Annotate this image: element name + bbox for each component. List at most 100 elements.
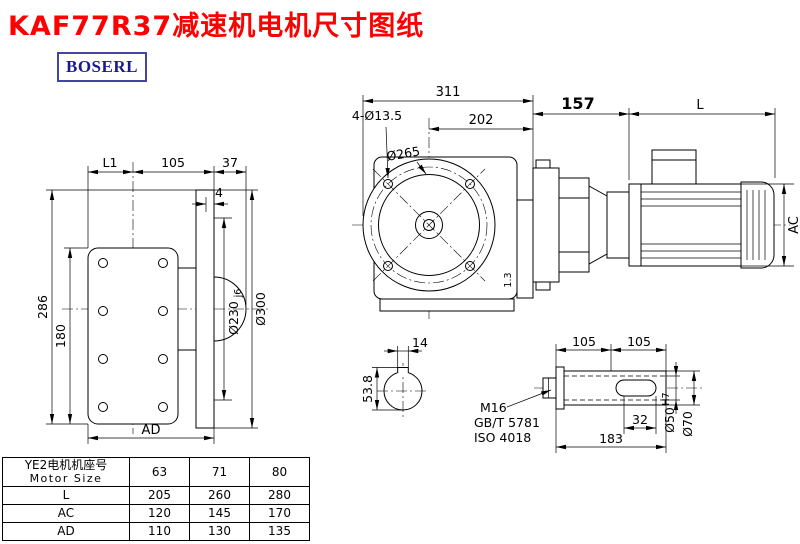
row-label-l: L [2,485,130,505]
bolt-boss [535,159,551,169]
housing-side [516,199,534,299]
brand-logo: BOSERL [57,52,147,82]
dim-37: 37 [222,155,238,170]
dim-d265: Ø265 [385,143,421,164]
bolt-hole [158,354,168,364]
dim-32: 32 [632,412,648,427]
bolt-hole [158,402,168,412]
leader-line [385,126,390,179]
shaft-bore [415,211,443,239]
dim-l: L [696,98,704,113]
bolt-hole [465,179,475,189]
keyway-slot [615,379,657,397]
bolt-boss [535,281,551,291]
adapter-ring [558,177,590,273]
bolt-hole [158,306,168,316]
keyway [397,367,409,373]
leader-line [416,161,427,175]
dim-ad: AD [142,423,161,438]
table-row-ac: AC 120 145 170 [2,503,310,523]
dim-d50-tol: H7 [661,392,672,405]
motor-size-table: YE2电机机座号 Motor Size 63 71 80 L 205 260 2… [2,457,310,541]
gearbox-body [87,247,179,425]
shaft-detail-view: 105 105 32 183 M16 GB/T 5781 ISO 4018 Ø5… [474,334,702,453]
adapter-cone [588,185,608,265]
spigot-circle [378,174,480,276]
row-label-ad: AD [2,521,130,541]
dim-d50: Ø50 [662,407,677,433]
bolt-hole [383,261,393,271]
dim-d230-tol: j6 [233,289,244,299]
page-title: KAF77R37减速机电机尺寸图纸 [8,11,425,42]
base [379,298,515,312]
dim-180: 180 [53,324,68,348]
bolt-hole [465,261,475,271]
dim-183: 183 [599,431,623,446]
cell-ac-71: 145 [189,503,250,523]
dim-ac: AC [787,216,800,234]
hollow-shaft [563,370,667,406]
label-iso-4018: ISO 4018 [474,430,531,445]
side-view: L1 105 37 4 286 180 AD Ø230 j6 Ø300 [35,155,268,444]
dim-105-a: 105 [572,334,596,349]
header-motor-size-en: Motor Size [29,472,103,486]
bolt-hole [98,402,108,412]
header-size-71: 71 [189,457,250,487]
center-line [372,168,486,282]
dim-202: 202 [469,113,494,128]
header-size-80: 80 [249,457,310,487]
dim-14: 14 [412,335,428,350]
dim-d70: Ø70 [680,411,695,437]
bolt-circle [370,166,488,284]
header-motor-size: YE2电机机座号 Motor Size [2,457,130,487]
bolt-hole [158,258,168,268]
dim-157: 157 [561,94,594,113]
output-flange [195,189,215,429]
bolt-hole [383,179,393,189]
dim-105-top: 105 [161,155,185,170]
bolt-hole [98,354,108,364]
center-tap [423,219,435,231]
table-header-row: YE2电机机座号 Motor Size 63 71 80 [2,457,310,487]
cell-l-80: 280 [249,485,310,505]
motor-body [640,183,742,267]
table-row-l: L 205 260 280 [2,485,310,505]
dim-d300: Ø300 [253,292,268,326]
cell-ac-63: 120 [129,503,190,523]
fan-cowl [740,181,775,269]
retaining-bolt [542,377,557,399]
bore-detail-view: 14 53.8 [360,335,429,419]
cell-ac-80: 170 [249,503,310,523]
bolt-hole [98,306,108,316]
leader-line [506,389,552,408]
label-gbt-5781: GB/T 5781 [474,415,540,430]
dim-105-b: 105 [627,334,651,349]
front-motor-view: 311 202 4-Ø13.5 Ø265 1.3 [352,85,800,322]
terminal-box [651,149,697,185]
dim-53-8: 53.8 [360,375,375,403]
keyway-mask [397,366,409,374]
end-washer [555,366,565,410]
dim-d230: Ø230 [226,301,241,335]
bolt-hole [98,258,108,268]
dim-311: 311 [436,85,461,100]
dim-l1: L1 [103,155,118,170]
label-4-holes: 4-Ø13.5 [352,108,402,123]
adapter-housing [532,167,560,283]
cell-l-63: 205 [129,485,190,505]
header-size-63: 63 [129,457,190,487]
coupling-sleeve [606,191,630,259]
shaft-hub-arc [213,276,247,342]
dim-286: 286 [35,295,50,319]
row-label-ac: AC [2,503,130,523]
cell-ad-71: 130 [189,521,250,541]
motor-flange [628,183,642,267]
cell-ad-80: 135 [249,521,310,541]
cell-l-71: 260 [189,485,250,505]
header-motor-size-zh: YE2电机机座号 [24,458,108,472]
cell-ad-63: 110 [129,521,190,541]
note-1-3: 1.3 [503,272,514,287]
table-row-ad: AD 110 130 135 [2,521,310,541]
